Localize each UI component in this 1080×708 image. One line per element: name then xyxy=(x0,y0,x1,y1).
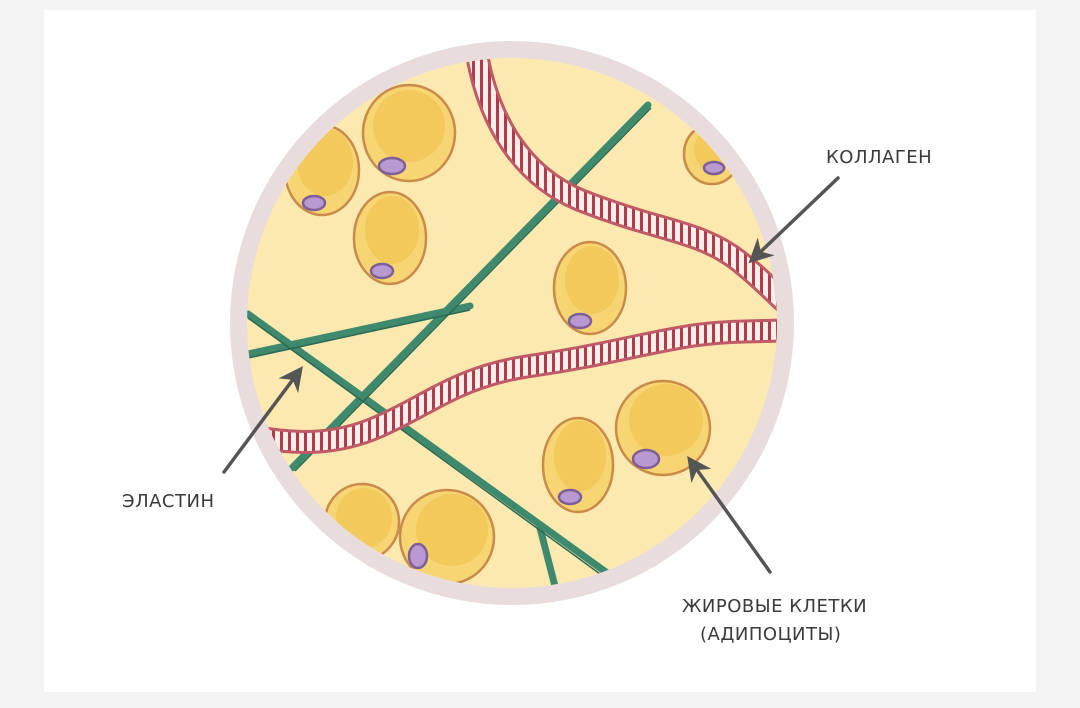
pointer-arrows xyxy=(222,176,840,574)
elastin-fiber xyxy=(536,524,560,588)
collagen-label: КОЛЛАГЕН xyxy=(826,147,932,168)
elastin-fiber xyxy=(247,310,614,579)
hand-drawn-arrow-icon xyxy=(687,456,772,574)
elastin-fibers xyxy=(247,101,652,588)
adipocyte xyxy=(398,488,496,586)
adipocyte xyxy=(552,240,628,336)
hand-drawn-arrow-icon xyxy=(748,176,840,264)
adipocyte xyxy=(541,416,615,514)
fat-cells-sublabel: (АДИПОЦИТЫ) xyxy=(700,624,841,645)
adipocytes xyxy=(283,83,742,586)
adipocyte xyxy=(352,190,428,286)
adipocyte xyxy=(614,379,712,477)
adipocyte xyxy=(283,123,361,217)
elastin-fiber xyxy=(288,101,652,472)
collagen-bundles xyxy=(247,58,777,454)
fat-cells-label: ЖИРОВЫЕ КЛЕТКИ xyxy=(682,596,867,617)
hand-drawn-arrow-icon xyxy=(222,366,303,474)
elastin-fiber xyxy=(247,302,474,358)
elastin-label: ЭЛАСТИН xyxy=(122,491,214,512)
adipocyte xyxy=(361,83,457,183)
